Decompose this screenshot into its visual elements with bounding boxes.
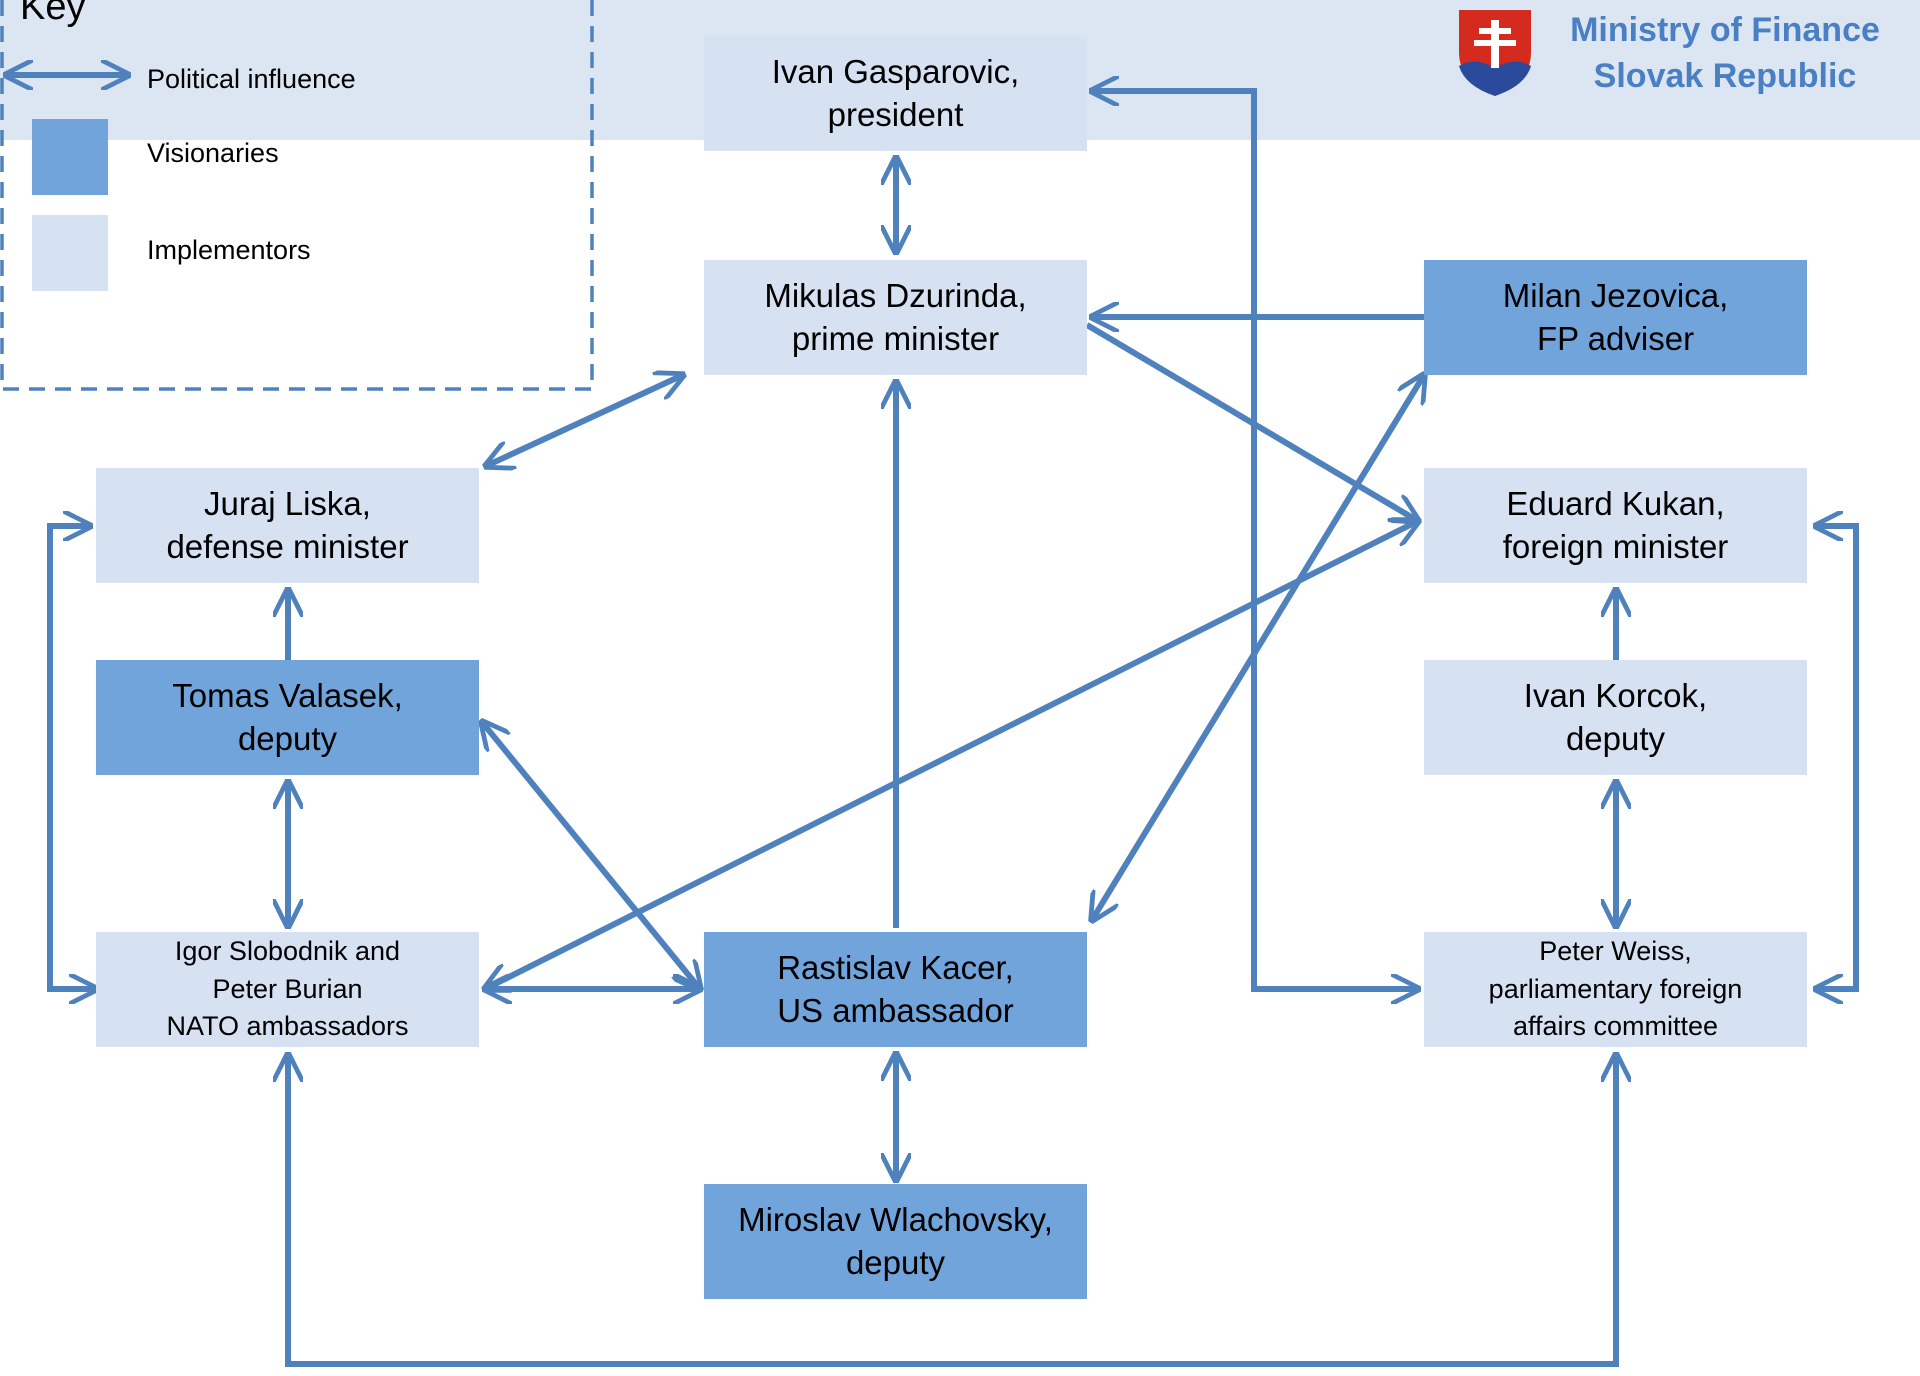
edge-jezovica-kacer <box>1092 375 1424 920</box>
edge-weiss-kukan <box>1816 526 1859 989</box>
node-miroslav-wlachovsky: Miroslav Wlachovsky, deputy <box>704 1184 1087 1299</box>
node-ivan-korcok: Ivan Korcok, deputy <box>1424 660 1807 775</box>
node-eduard-kukan: Eduard Kukan, foreign minister <box>1424 468 1807 583</box>
node-peter-weiss: Peter Weiss, parliamentary foreign affai… <box>1424 932 1807 1047</box>
political-influence-arrow-icon <box>0 55 140 95</box>
slovak-coat-of-arms-icon <box>1459 10 1531 96</box>
node-tomas-valasek: Tomas Valasek, deputy <box>96 660 479 775</box>
legend-political-influence-label: Political influence <box>147 64 356 94</box>
node-rastislav-kacer: Rastislav Kacer, US ambassador <box>704 932 1087 1047</box>
ministry-title: Ministry of Finance Slovak Republic <box>1570 11 1880 95</box>
node-ivan-gasparovic: Ivan Gasparovic, president <box>704 36 1087 151</box>
edge-nato-weiss <box>288 1055 1616 1367</box>
edge-dzurinda-liska <box>486 375 683 466</box>
node-nato-ambassadors: Igor Slobodnik and Peter Burian NATO amb… <box>96 932 479 1047</box>
edge-valasek-kacer <box>482 722 700 989</box>
legend-title: Key <box>20 0 86 28</box>
legend-visionaries-swatch <box>32 119 108 195</box>
legend-frame <box>0 0 594 391</box>
edge-nato-liska <box>47 526 96 989</box>
legend-visionaries-label: Visionaries <box>147 138 279 168</box>
legend-implementors-label: Implementors <box>147 235 311 265</box>
edge-kukan-nato <box>485 521 1418 989</box>
node-juraj-liska: Juraj Liska, defense minister <box>96 468 479 583</box>
node-mikulas-dzurinda: Mikulas Dzurinda, prime minister <box>704 260 1087 375</box>
edge-gasparovic-weiss <box>1092 91 1418 989</box>
legend-implementors-swatch <box>32 215 108 291</box>
node-milan-jezovica: Milan Jezovica, FP adviser <box>1424 260 1807 375</box>
edges-group <box>47 91 1859 1367</box>
